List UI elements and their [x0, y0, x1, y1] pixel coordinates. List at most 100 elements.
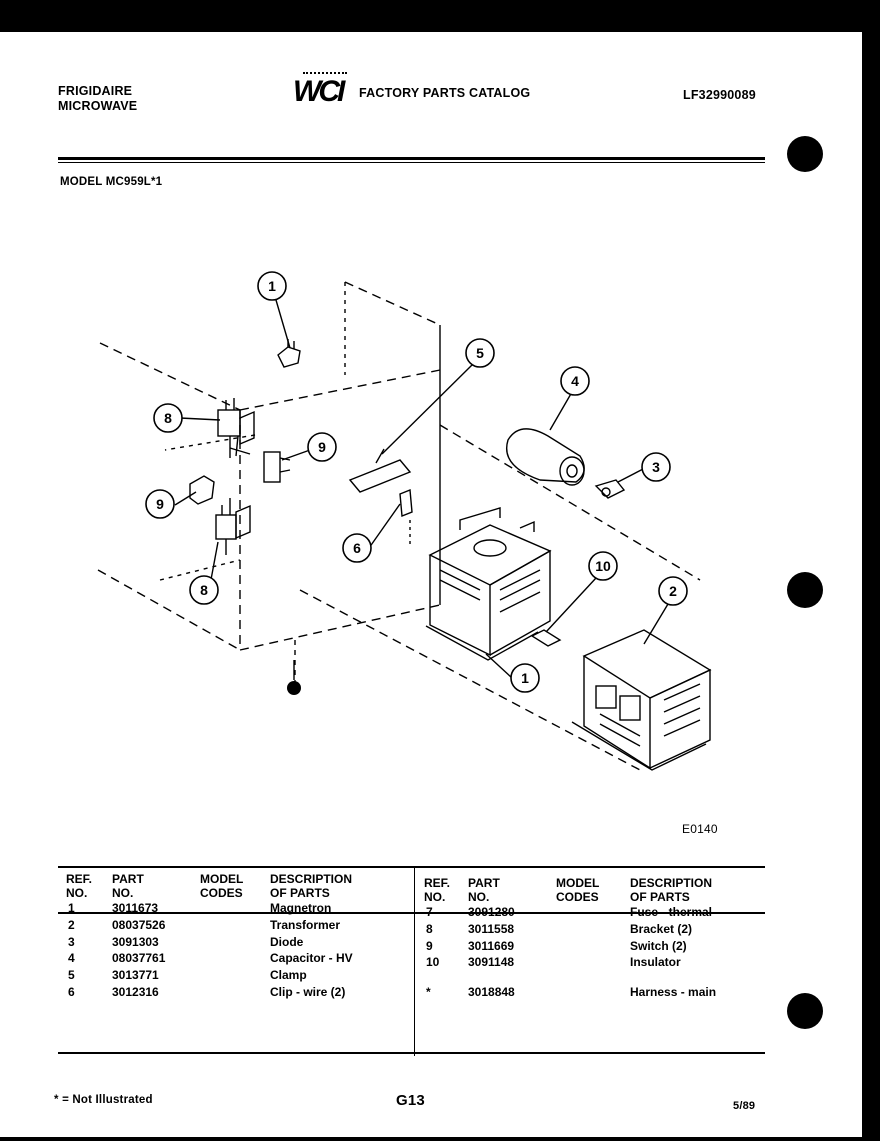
- callout-label: 1: [268, 278, 276, 294]
- logo-text: WCI: [293, 75, 345, 108]
- callout-5: 5: [465, 338, 495, 368]
- ref-cell: 7: [426, 905, 433, 919]
- callout-label: 2: [669, 583, 677, 599]
- ref-cell: 3: [68, 934, 75, 949]
- callout-8-upper: 8: [153, 403, 183, 433]
- part-number-cell: 08037526: [112, 917, 166, 932]
- ref-cell: 10: [426, 955, 440, 970]
- model-codes-cell: [556, 971, 630, 1001]
- callout-label: 5: [476, 345, 484, 361]
- header-rule: [58, 157, 765, 160]
- callout-7: 1: [257, 271, 287, 301]
- col-ref-header: REF.NO.: [424, 876, 451, 904]
- ref-cell: 2: [68, 917, 75, 932]
- description-cell: Bracket (2): [630, 921, 693, 936]
- model-codes-cell: [556, 904, 630, 921]
- part-number-cell: 08037761: [112, 951, 166, 966]
- catalog-title: FACTORY PARTS CATALOG: [359, 86, 531, 100]
- header-rule-thin: [58, 162, 765, 163]
- catalog-page: FRIGIDAIRE MICROWAVE WCI FACTORY PARTS C…: [0, 32, 862, 1137]
- brand-line-2: MICROWAVE: [58, 99, 138, 113]
- ref-cell: 9: [426, 938, 433, 953]
- table-row: 9 3011669 Switch (2): [424, 938, 760, 955]
- description-cell: Magnetron: [270, 901, 332, 915]
- callout-label: 8: [200, 582, 208, 598]
- table-bottom-rule: [58, 1052, 765, 1054]
- part-number-cell: 3091303: [112, 934, 159, 949]
- callout-1: 1: [510, 663, 540, 693]
- callout-group: 1 5 4 8 9 3 9: [145, 271, 688, 693]
- ref-cell: 4: [68, 951, 75, 966]
- model-codes-cell: [200, 984, 270, 1001]
- callout-10: 10: [588, 551, 618, 581]
- description-cell: Harness - main: [630, 985, 717, 1000]
- callout-9-left: 9: [145, 489, 175, 519]
- callout-9-right: 9: [307, 432, 337, 462]
- callout-label: 3: [652, 459, 660, 475]
- binder-hole-middle: [787, 572, 823, 608]
- table-row: 2 08037526 Transformer: [66, 917, 400, 934]
- model-codes-cell: [200, 934, 270, 951]
- description-cell: Insulator: [630, 955, 681, 970]
- binder-hole-bottom: [787, 993, 823, 1029]
- table-row: 3 3091303 Diode: [66, 934, 400, 951]
- wci-logo: WCI: [293, 72, 355, 108]
- part-number-cell: 3011558: [468, 921, 515, 936]
- part-number-cell: 3011673: [112, 901, 159, 915]
- part-number-cell: 3091148: [468, 955, 515, 970]
- table-row: 10 3091148 Insulator: [424, 954, 760, 971]
- part-number-cell: 3012316: [112, 984, 159, 999]
- model-codes-cell: [200, 950, 270, 967]
- callout-8-lower: 8: [189, 575, 219, 605]
- callout-4: 4: [560, 366, 590, 396]
- ref-cell: 6: [68, 984, 75, 999]
- ref-cell: *: [426, 985, 431, 1000]
- callout-2: 2: [658, 576, 688, 606]
- part-number-cell: 3011669: [468, 938, 515, 953]
- model-codes-cell: [200, 917, 270, 934]
- model-label: MODEL MC959L*1: [60, 176, 163, 188]
- callout-label: 10: [595, 558, 611, 574]
- callout-label: 8: [164, 410, 172, 426]
- page-number: G13: [396, 1092, 425, 1109]
- footnote: * = Not Illustrated: [54, 1094, 153, 1106]
- table-row: 4 08037761 Capacitor - HV: [66, 950, 400, 967]
- table-divider: [414, 866, 415, 1056]
- catalog-number: LF32990089: [683, 88, 756, 102]
- description-cell: Transformer: [270, 917, 341, 932]
- col-ref-header: REF.NO.: [66, 872, 93, 900]
- description-cell: Capacitor - HV: [270, 951, 353, 966]
- callout-3: 3: [641, 452, 671, 482]
- description-cell: Switch (2): [630, 938, 687, 953]
- callout-label: 6: [353, 540, 361, 556]
- ref-cell: 5: [68, 968, 75, 983]
- model-codes-cell: [556, 954, 630, 971]
- callout-6: 6: [342, 533, 372, 563]
- table-header-rule: [58, 912, 765, 914]
- binder-hole-top: [787, 136, 823, 172]
- callout-label: 4: [571, 373, 579, 389]
- part-number-cell: 3091280: [468, 905, 515, 919]
- mounting-screw: [287, 681, 301, 695]
- callout-label: 9: [318, 439, 326, 455]
- brand-name: FRIGIDAIRE MICROWAVE: [58, 84, 137, 114]
- callout-label: 9: [156, 496, 164, 512]
- table-row: 6 3012316 Clip - wire (2): [66, 984, 400, 1001]
- description-cell: Clip - wire (2): [270, 984, 346, 999]
- diagram-code: E0140: [682, 822, 718, 836]
- callout-label: 1: [521, 670, 529, 686]
- revision-date: 5/89: [733, 1100, 756, 1112]
- model-codes-cell: [556, 921, 630, 938]
- description-cell: Diode: [270, 934, 304, 949]
